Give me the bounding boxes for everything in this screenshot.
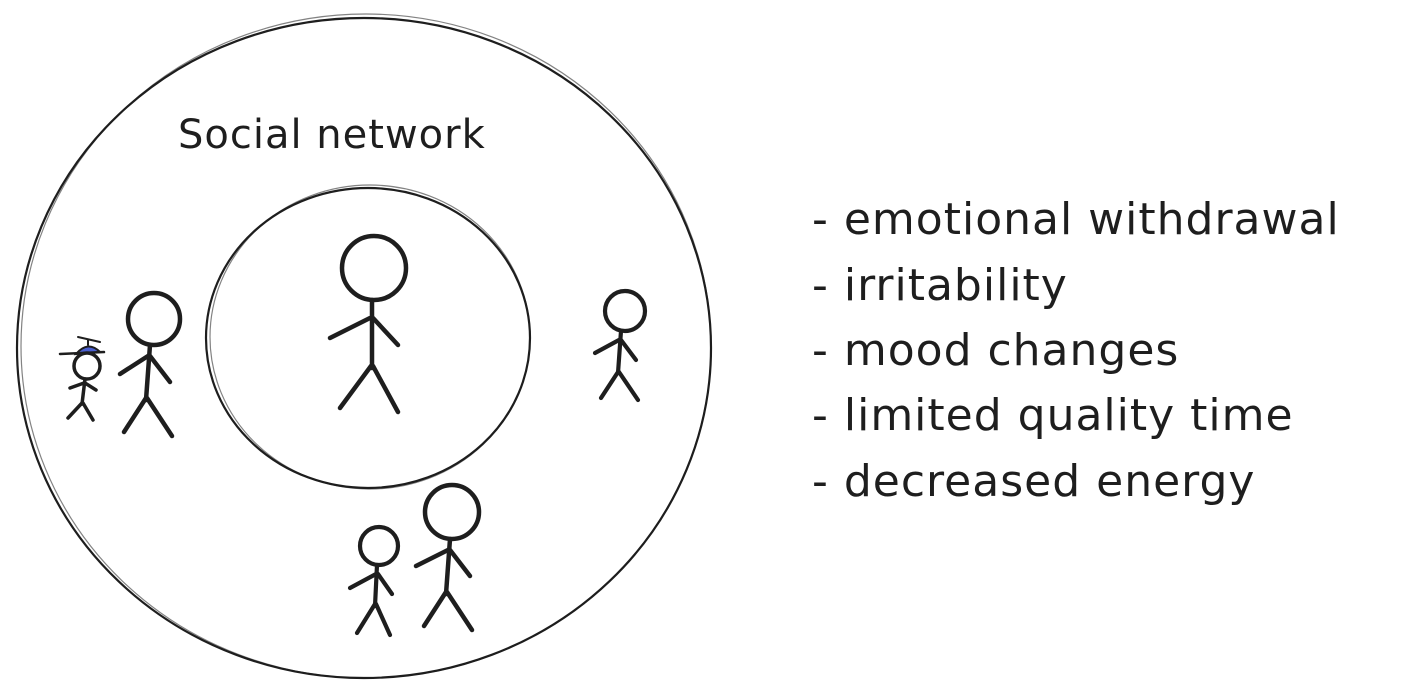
effect-item-irritability: - irritability: [812, 260, 1068, 311]
left-adult-figure: [117, 290, 183, 439]
outer-circle-social-network: [15, 13, 713, 680]
right-person-figure: [592, 288, 648, 403]
bottom-adult-person-figure: [413, 482, 482, 633]
effect-item-limited-quality-time: - limited quality time: [812, 390, 1294, 441]
diagram-title: Social network: [178, 112, 486, 158]
central-person-figure: [327, 233, 409, 415]
child-figure-with-hat: [58, 336, 106, 422]
inner-circle: [204, 184, 532, 490]
effect-item-decreased-energy: - decreased energy: [812, 456, 1255, 507]
effect-item-mood-changes: - mood changes: [812, 325, 1179, 376]
bottom-small-person-figure: [347, 524, 401, 638]
effect-item-emotional-withdrawal: - emotional withdrawal: [812, 194, 1340, 245]
effects-list: - emotional withdrawal - irritability - …: [812, 194, 1340, 507]
